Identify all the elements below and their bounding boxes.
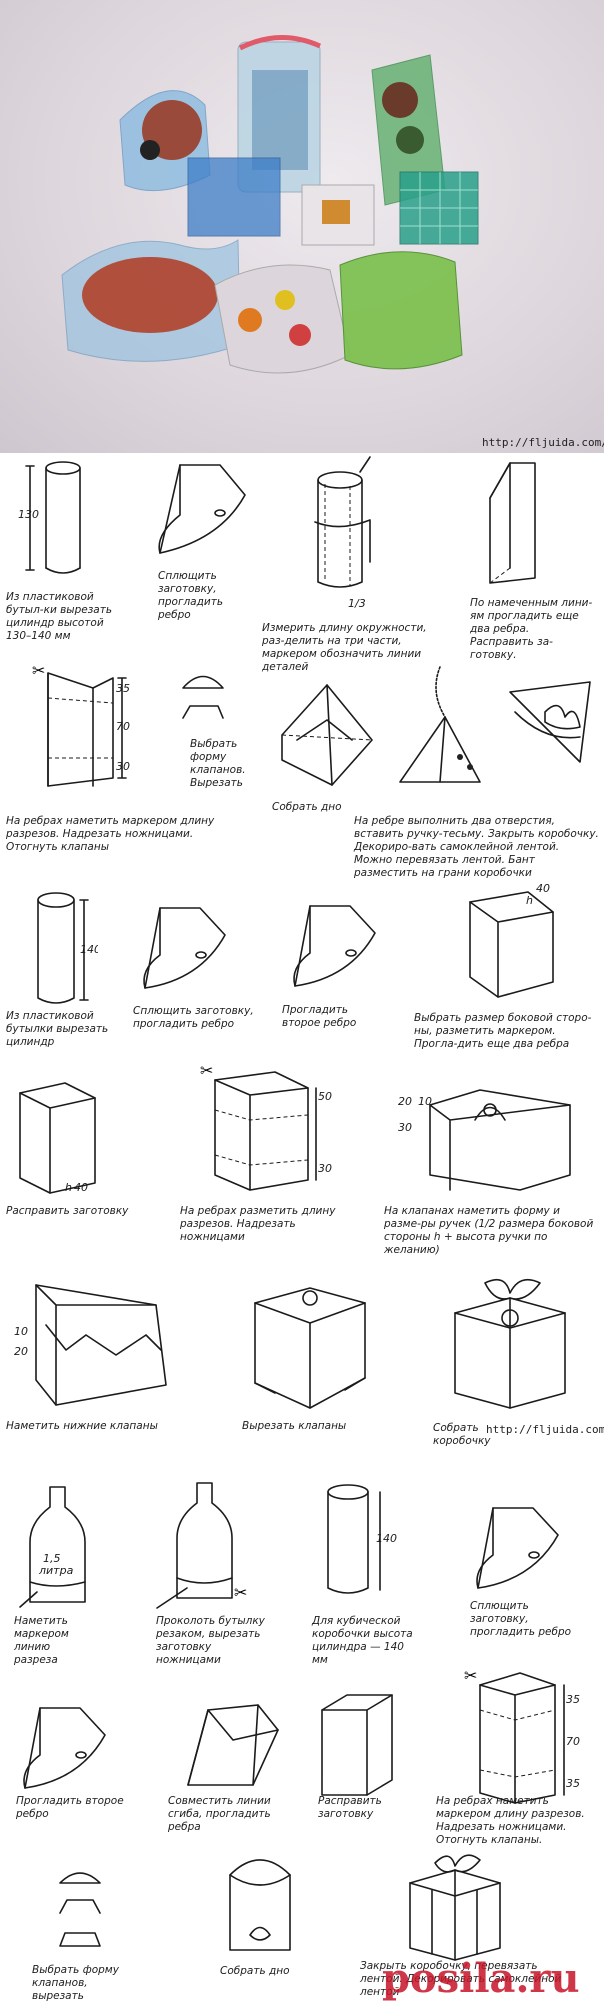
sketch-cylinder-140: 140 bbox=[37, 892, 98, 1004]
dim-35-3: 35 bbox=[566, 1777, 580, 1790]
caption-10: Сплющить заготовку, прогладить ребро bbox=[133, 1005, 254, 1030]
caption-19: Наметить маркером линию разреза bbox=[14, 1615, 69, 1666]
caption-28: Собрать дно bbox=[220, 1965, 290, 1977]
dim-70-2: 70 bbox=[566, 1735, 580, 1748]
dim-10: 10 bbox=[418, 1095, 432, 1108]
caption-12: Выбрать размер боковой сторо-ны, размети… bbox=[414, 1012, 592, 1050]
sketch-measure-circumference: 1/3 bbox=[314, 456, 371, 610]
caption-25: Расправить заготовку bbox=[318, 1795, 382, 1820]
sketch-flatten-2 bbox=[143, 907, 226, 989]
sketch-side-size: 40 h bbox=[469, 882, 554, 998]
scissors-icon-3: ✂ bbox=[234, 1583, 247, 1602]
sketch-flatten bbox=[158, 464, 246, 554]
source-url[interactable]: http://fljuida.com/ bbox=[482, 436, 604, 449]
dim-one-third: 1/3 bbox=[348, 597, 366, 610]
caption-13: Расправить заготовку bbox=[6, 1205, 129, 1217]
sketch-ribbon-handle bbox=[399, 666, 481, 783]
dim-35: 35 bbox=[116, 682, 130, 695]
caption-6: На ребрах наметить маркером длину разрез… bbox=[6, 815, 215, 853]
dim-30: 30 bbox=[116, 760, 130, 773]
sketch-flap-shapes bbox=[182, 675, 224, 719]
sketch-flatten-3 bbox=[476, 1507, 559, 1589]
caption-9: Из пластиковой бутылки вырезать цилиндр bbox=[6, 1010, 109, 1048]
source-url-2[interactable]: http://fljuida.com/ bbox=[486, 1423, 604, 1436]
sketch-triangle-prism bbox=[489, 462, 536, 584]
sketch-flap-shapes-2 bbox=[59, 1872, 101, 1947]
caption-27: Выбрать форму клапанов, вырезать bbox=[32, 1964, 119, 2002]
sketch-assembled-box bbox=[454, 1278, 566, 1409]
dim-140-2: 140 bbox=[376, 1532, 397, 1545]
bottle-volume: 1,5 bbox=[43, 1552, 61, 1565]
caption-26: На ребрах наметить маркером длину разрез… bbox=[436, 1795, 585, 1846]
bottle-unit: литра bbox=[38, 1564, 74, 1577]
caption-14: На ребрах разметить длину разрезов. Надр… bbox=[180, 1205, 336, 1243]
sketch-gift-box bbox=[409, 1854, 501, 1961]
sketch-assemble-bottom bbox=[281, 684, 373, 786]
dim-140: 140 bbox=[80, 943, 98, 956]
dim-30-2: 30 bbox=[318, 1162, 332, 1175]
sketch-cylinder-cube: 140 bbox=[327, 1484, 397, 1594]
caption-24: Совместить линии сгиба, прогладить ребра bbox=[168, 1795, 271, 1833]
caption-16: Наметить нижние клапаны bbox=[6, 1420, 158, 1432]
scissors-icon: ✂ bbox=[32, 661, 45, 680]
caption-15: На клапанах наметить форму и разме-ры ру… bbox=[384, 1205, 594, 1256]
scissors-icon-4: ✂ bbox=[464, 1666, 477, 1685]
dim-20: 20 bbox=[398, 1095, 412, 1108]
caption-2: Сплющить заготовку, прогладить ребро bbox=[158, 570, 224, 621]
boxes-illustration bbox=[61, 35, 479, 374]
caption-23: Прогладить второе ребро bbox=[16, 1795, 124, 1820]
product-photo: http://fljuida.com/ bbox=[0, 0, 604, 453]
dim-h-2: h bbox=[65, 1181, 72, 1194]
watermark: posila.ru bbox=[382, 1955, 580, 2002]
dim-130: 130 bbox=[18, 508, 39, 521]
dim-h: h bbox=[526, 894, 533, 907]
caption-8: На ребре выполнить два отверстия, встави… bbox=[354, 815, 599, 879]
sketch-unfold: h 40 bbox=[19, 1082, 96, 1194]
caption-20: Проколоть бутылку резаком, вырезать заго… bbox=[156, 1615, 265, 1666]
dim-35-2: 35 bbox=[566, 1693, 580, 1706]
sketch-cylinder-130: 130 bbox=[18, 461, 81, 574]
caption-3: Измерить длину окружности, раз-делить на… bbox=[262, 622, 427, 673]
sketch-align-folds bbox=[187, 1704, 279, 1786]
dim-30-3: 30 bbox=[398, 1121, 412, 1134]
sketch-second-rib bbox=[293, 905, 376, 987]
dim-20-2: 20 bbox=[14, 1345, 28, 1358]
caption-17: Вырезать клапаны bbox=[242, 1420, 347, 1432]
dim-50: 50 bbox=[318, 1090, 332, 1103]
caption-21: Для кубической коробочки высота цилиндра… bbox=[312, 1615, 413, 1666]
caption-22: Сплющить заготовку, прогладить ребро bbox=[470, 1600, 572, 1638]
sketch-lower-flaps: 10 20 bbox=[14, 1284, 167, 1406]
dim-40: 40 bbox=[536, 882, 550, 895]
sketch-bottle-15: 1,5 литра bbox=[19, 1486, 86, 1608]
caption-5: Выбрать форму клапанов. Вырезать bbox=[190, 738, 246, 789]
caption-1: Из пластиковой бутыл-ки вырезать цилиндр… bbox=[6, 591, 113, 642]
sketch-cube-blank bbox=[321, 1694, 393, 1796]
caption-7: Собрать дно bbox=[272, 801, 342, 813]
scissors-icon-2: ✂ bbox=[200, 1061, 213, 1080]
caption-4: По намеченным лини-ям прогладить еще два… bbox=[470, 597, 593, 661]
sketch-pierce-bottle: ✂ bbox=[156, 1482, 247, 1609]
sketch-cut-flaps: ✂ 35 70 30 bbox=[32, 661, 130, 787]
sketch-cube-cuts: ✂ 35 70 35 bbox=[464, 1666, 580, 1804]
dim-40-2: 40 bbox=[74, 1181, 88, 1194]
sketch-cube-bottom bbox=[229, 1859, 291, 1951]
sketch-second-rib-2 bbox=[23, 1707, 106, 1789]
sketch-mark-cuts: ✂ 50 30 bbox=[200, 1061, 332, 1191]
caption-11: Прогладить второе ребро bbox=[282, 1004, 357, 1029]
caption-18: Собрать коробочку bbox=[433, 1422, 491, 1447]
sketch-decorated-box bbox=[509, 681, 591, 763]
dim-10-2: 10 bbox=[14, 1325, 28, 1338]
sketch-handle-flaps: 20 30 10 bbox=[398, 1089, 571, 1191]
dim-70: 70 bbox=[116, 720, 130, 733]
caption-29: Закрыть коробочку, перевязать лентой. Де… bbox=[360, 1960, 562, 1998]
sketch-cut-flaps-2 bbox=[254, 1287, 366, 1409]
